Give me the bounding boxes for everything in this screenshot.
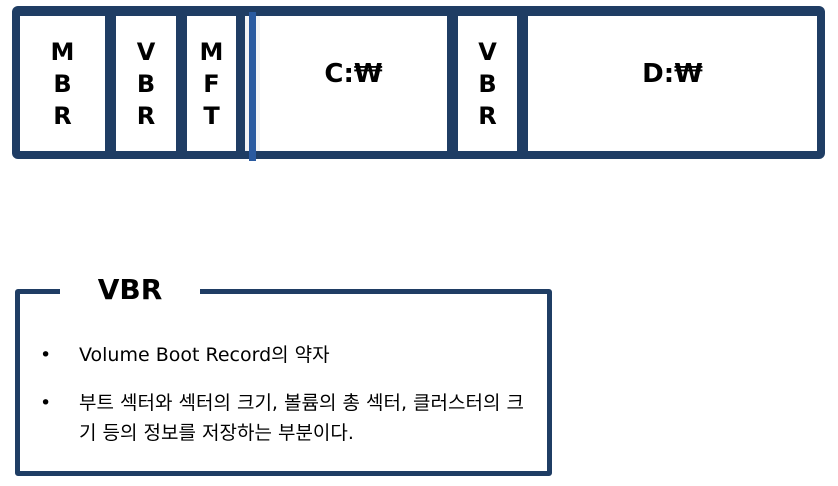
- c-drive-label: C:₩: [324, 58, 383, 89]
- mbr-letter-3: R: [53, 101, 72, 130]
- vbr-d-letter-3: R: [478, 101, 497, 130]
- vbr-info-box: [15, 289, 552, 476]
- list-item: • 부트 섹터와 섹터의 크기, 볼륨의 총 섹터, 클러스터의 크기 등의 정…: [40, 388, 530, 448]
- vbr-info-list: • Volume Boot Record의 약자 • 부트 섹터와 섹터의 크기…: [40, 340, 530, 466]
- mft-segment: M F T: [187, 16, 236, 151]
- mbr-letter-1: M: [50, 37, 75, 66]
- list-item-text: 부트 섹터와 섹터의 크기, 볼륨의 총 섹터, 클러스터의 크기 등의 정보를…: [79, 392, 524, 444]
- vbr-c-letter-1: V: [136, 37, 156, 66]
- d-drive-label: D:₩: [642, 58, 703, 89]
- vbr-d-letter-2: B: [478, 69, 497, 98]
- mft-letter-2: F: [203, 69, 220, 98]
- mft-divider: [249, 12, 256, 161]
- vbr-info-title: VBR: [60, 266, 200, 314]
- mft-letter-1: M: [199, 37, 224, 66]
- c-drive-segment: C:₩: [260, 16, 447, 151]
- bullet-icon: •: [40, 392, 52, 414]
- bullet-icon: •: [40, 344, 52, 366]
- vbr-segment-c: V B R: [116, 16, 176, 151]
- list-item: • Volume Boot Record의 약자: [40, 340, 530, 370]
- disk-layout-bar: M B R V B R M F T C:₩ V B R D:₩: [12, 6, 825, 161]
- mbr-segment: M B R: [20, 16, 105, 151]
- mft-letter-3: T: [203, 101, 220, 130]
- mbr-letter-2: B: [53, 69, 72, 98]
- vbr-c-letter-2: B: [136, 69, 156, 98]
- vbr-segment-d: V B R: [458, 16, 517, 151]
- list-item-text: Volume Boot Record의 약자: [79, 344, 330, 366]
- vbr-c-letter-3: R: [136, 101, 156, 130]
- vbr-d-letter-1: V: [478, 37, 497, 66]
- d-drive-segment: D:₩: [528, 16, 817, 151]
